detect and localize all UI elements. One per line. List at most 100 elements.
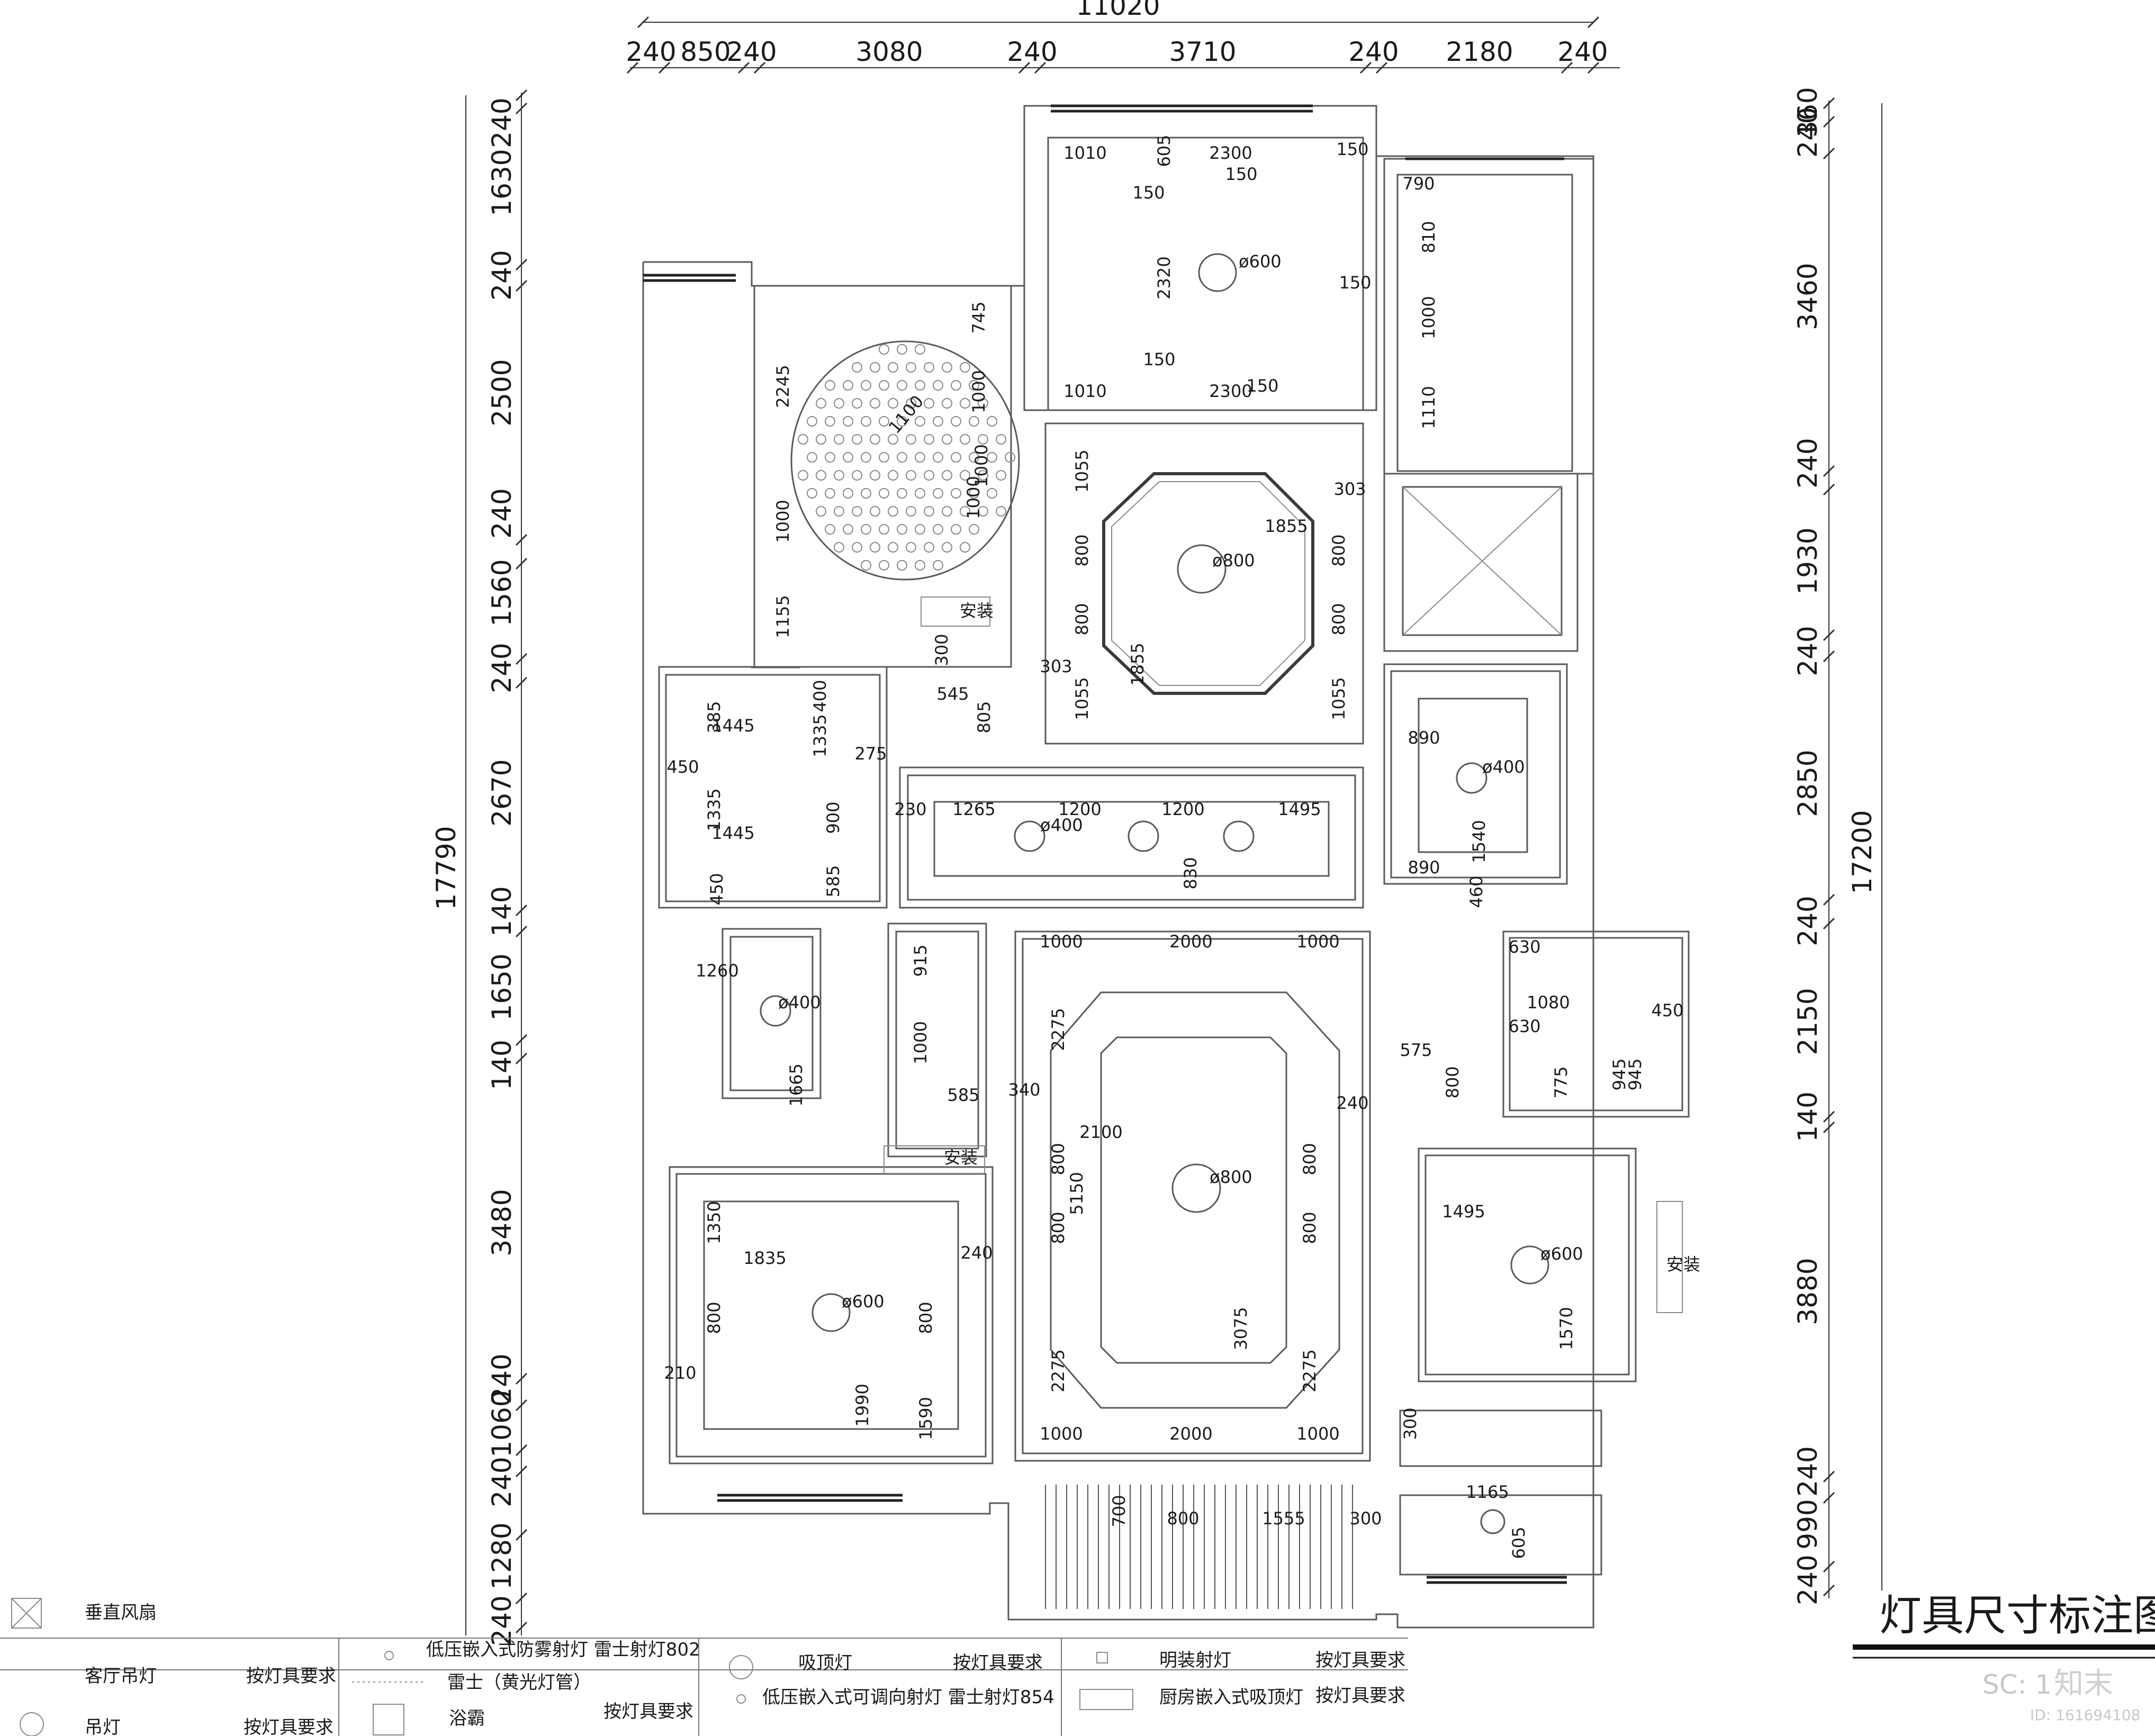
- dim-right-10: 140: [1792, 1091, 1823, 1142]
- dim-top-1: 240: [626, 37, 676, 67]
- dim-room: 450: [666, 757, 699, 777]
- dim-room: 545: [936, 684, 969, 704]
- dim-room: 240: [1336, 1093, 1368, 1113]
- legend-label: 按灯具要求: [603, 1701, 693, 1722]
- dim-left-1: 240: [486, 97, 517, 148]
- install-note-2: 安装: [944, 1147, 978, 1168]
- dim-room: 2275: [1048, 1008, 1068, 1051]
- dim-left-12: 3480: [486, 1189, 517, 1256]
- dim-room: 303: [1040, 656, 1072, 676]
- fixture-size-right-small: ø400: [1482, 757, 1525, 777]
- dim-left-15: 240: [486, 1457, 517, 1507]
- dim-room: 1265: [952, 799, 995, 819]
- legend-label: 吸顶灯: [798, 1652, 852, 1674]
- legend-label: 浴霸: [449, 1708, 485, 1729]
- dim-room: 2245: [773, 365, 793, 408]
- dim-room: 1110: [1419, 386, 1439, 429]
- dim-room: 1010: [1063, 143, 1106, 163]
- dim-left-14: 1060: [486, 1390, 517, 1457]
- dim-room: 890: [1408, 857, 1440, 878]
- fixture-size-small-left: ø400: [778, 992, 821, 1012]
- dim-room: 2100: [1079, 1122, 1122, 1142]
- dim-room: 1055: [1329, 677, 1349, 720]
- dim-room: 2300: [1209, 143, 1252, 163]
- dim-room: 1000: [1296, 932, 1339, 952]
- drawing-scale: SC: 1: [1982, 1669, 2052, 1700]
- dim-room: 1350: [704, 1201, 724, 1244]
- dim-room: 230: [894, 799, 926, 819]
- surface-spotlight-icon: [1096, 1652, 1108, 1663]
- dim-room: 585: [947, 1085, 979, 1105]
- dim-left-6: 1560: [486, 559, 517, 626]
- dim-room: 1200: [1161, 799, 1204, 819]
- octagon-ceiling: [1102, 472, 1314, 695]
- dim-room: 300: [1400, 1407, 1420, 1440]
- dim-room: 630: [1508, 1016, 1540, 1036]
- ceiling-fan-icon: [11, 1598, 42, 1629]
- legend-label: 垂直风扇: [85, 1602, 157, 1623]
- dim-room: 1055: [1072, 677, 1092, 720]
- dim-top-4: 3080: [855, 37, 923, 67]
- dim-room: 800: [1167, 1508, 1199, 1529]
- dim-room: 945: [1609, 1058, 1629, 1090]
- dim-room: 890: [1408, 728, 1440, 748]
- pendant-light-icon: [1177, 544, 1227, 594]
- dim-room: 585: [823, 865, 843, 897]
- dim-top-2: 850: [680, 37, 731, 67]
- right-dimension-chain: 17200 360 240 3460 240 1930 240 2850 240…: [1792, 87, 1882, 1605]
- dim-room: 1835: [743, 1248, 786, 1268]
- dim-room: 2000: [1169, 1424, 1212, 1444]
- dim-right-9: 2150: [1792, 988, 1823, 1055]
- dim-room: 210: [664, 1363, 696, 1383]
- top-dimension-chain: 11020 240 850 240 3080 240 3710 240 2180…: [626, 0, 1620, 74]
- fixture-size-corridor: ø400: [1040, 815, 1083, 835]
- dim-right-14: 240: [1792, 1554, 1823, 1605]
- legend-label: 吊灯: [85, 1717, 121, 1736]
- legend-label: 客厅吊灯: [85, 1666, 157, 1687]
- title-block: 灯具尺寸标注图 SC: 1 知末 ID: 161694108: [1853, 1591, 2155, 1724]
- dim-room: 300: [1349, 1508, 1382, 1529]
- dim-room: 240: [960, 1243, 993, 1263]
- dim-room: 790: [1402, 174, 1435, 194]
- dim-room: 800: [1442, 1066, 1463, 1098]
- dim-room: 1000: [1040, 932, 1083, 952]
- dim-room: 1000: [1419, 296, 1439, 339]
- dim-room: 150: [1246, 376, 1278, 396]
- install-note-3: 安装: [1666, 1254, 1700, 1274]
- dim-room: 150: [1339, 273, 1371, 293]
- light-fixtures: ø600 ø800 ø400 ø400 ø400 ø800 ø600 ø600: [760, 251, 1583, 1534]
- legend-label: 雷士（黄光灯管）: [447, 1672, 591, 1693]
- dim-room: 1665: [786, 1063, 806, 1106]
- dim-room: 340: [1008, 1080, 1040, 1100]
- dim-room: 800: [1048, 1211, 1068, 1244]
- dim-room: 800: [1329, 534, 1349, 566]
- dim-left-10: 1650: [486, 953, 517, 1020]
- dim-left-11: 140: [486, 1039, 517, 1090]
- dim-room: 1570: [1556, 1307, 1576, 1350]
- legend-label: 按灯具要求: [953, 1652, 1043, 1674]
- dim-room: 5150: [1067, 1172, 1087, 1215]
- dim-room: 1335: [810, 714, 830, 757]
- fixture-size-bottom-left: ø600: [842, 1291, 885, 1312]
- dim-top-7: 240: [1348, 37, 1399, 67]
- legend-label: 厨房嵌入式吸顶灯: [1159, 1687, 1303, 1708]
- building-outline: [642, 105, 1690, 1629]
- install-note-1: 安装: [960, 601, 994, 621]
- dim-room: 630: [1508, 937, 1540, 957]
- dim-room: 450: [1651, 1000, 1683, 1020]
- dim-left-7: 240: [486, 643, 517, 693]
- dim-right-5: 1930: [1792, 527, 1823, 594]
- drawing-title: 灯具尺寸标注图: [1879, 1591, 2155, 1640]
- dim-room: 1000: [773, 500, 793, 542]
- dim-room: 385: [704, 701, 724, 733]
- dim-room: 1540: [1469, 820, 1489, 863]
- dim-right-4: 240: [1792, 438, 1823, 488]
- dim-room: 1335: [704, 788, 724, 831]
- dim-room: 150: [1225, 164, 1257, 184]
- dim-room: 575: [1400, 1040, 1432, 1060]
- legend-label: 按灯具要求: [1315, 1650, 1405, 1671]
- legend-label: 低压嵌入式可调向射灯 雷士射灯854: [762, 1687, 1054, 1708]
- dim-right-12: 240: [1792, 1446, 1823, 1496]
- dim-room: 605: [1509, 1526, 1529, 1559]
- dim-room: 1155: [773, 595, 793, 638]
